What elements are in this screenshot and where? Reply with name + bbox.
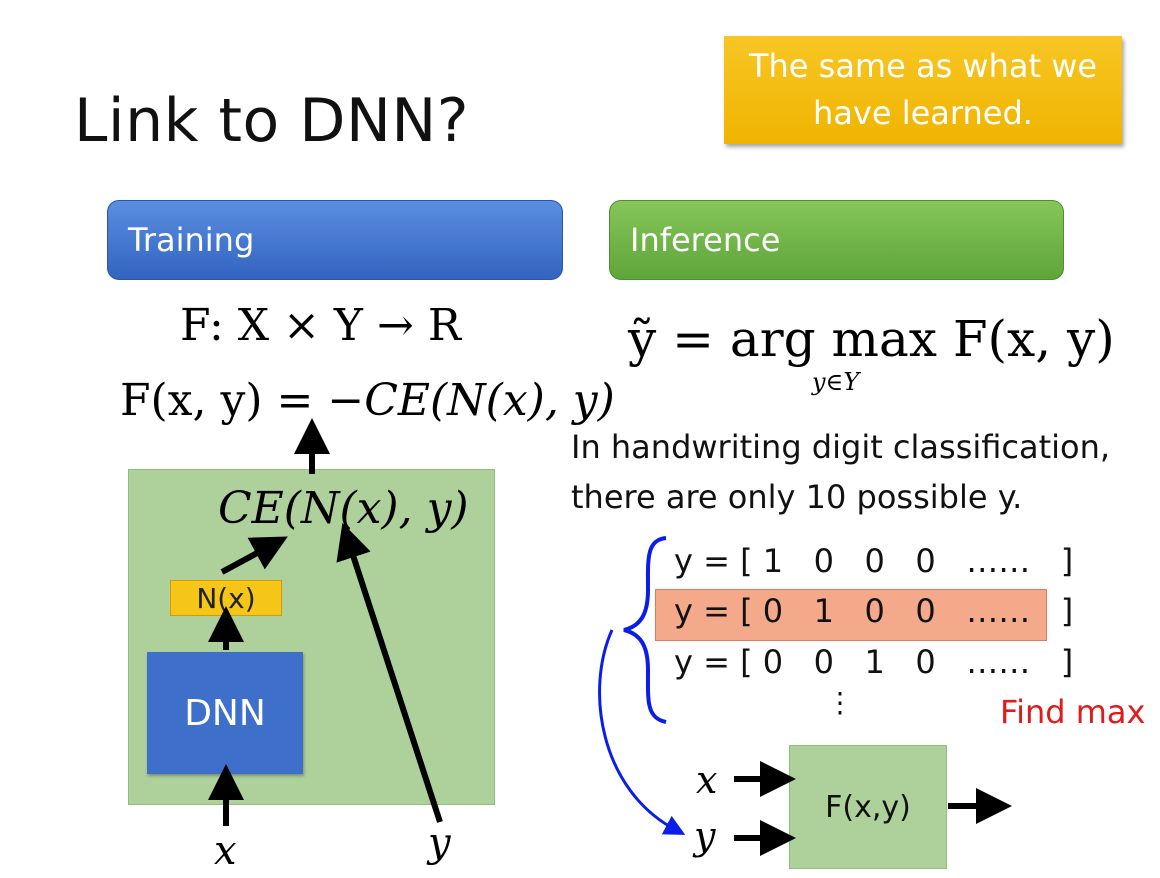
inference-header: Inference (609, 200, 1064, 280)
candidate-vector-3: y = [ 0 0 1 0 …… ] (674, 643, 1074, 681)
find-max-label: Find max (1000, 693, 1146, 731)
inference-equation: ỹ = arg max F(x, y) (628, 310, 1115, 368)
training-input-y: y (428, 820, 451, 866)
note-callout: The same as what we have learned. (724, 36, 1122, 144)
candidate-vector-2: y = [ 0 1 0 0 …… ] (674, 592, 1074, 630)
inference-paragraph: In handwriting digit classification, the… (571, 428, 1111, 516)
candidate-brace (623, 536, 667, 724)
blue-curve-arrow (598, 629, 686, 835)
training-input-x: x (214, 828, 237, 874)
slide-title: Link to DNN? (74, 86, 470, 156)
highlight-row (655, 589, 1047, 641)
training-equation-2-right: −CE(N(x), y) (327, 375, 615, 426)
training-equation-1: F: X × Y → R (180, 300, 461, 351)
candidate-vector-1: y = [ 1 0 0 0 …… ] (674, 542, 1074, 580)
training-header: Training (107, 200, 563, 280)
f-box: F(x,y) (789, 745, 947, 869)
inference-input-x: x (696, 758, 718, 802)
vertical-ellipsis: ⋮ (826, 686, 854, 719)
inference-input-y: y (694, 814, 716, 858)
training-equation-2-left: F(x, y) = (120, 375, 328, 426)
dnn-box: DNN (147, 652, 303, 774)
arrow-y-to-ce (336, 522, 443, 823)
inference-equation-subscript: y∈Y (812, 368, 860, 396)
arrow-nx-to-ce (220, 536, 288, 575)
training-equation-2: F(x, y) = −CE(N(x), y) (120, 375, 615, 426)
training-header-label: Training (128, 221, 255, 259)
inference-header-label: Inference (630, 221, 781, 259)
